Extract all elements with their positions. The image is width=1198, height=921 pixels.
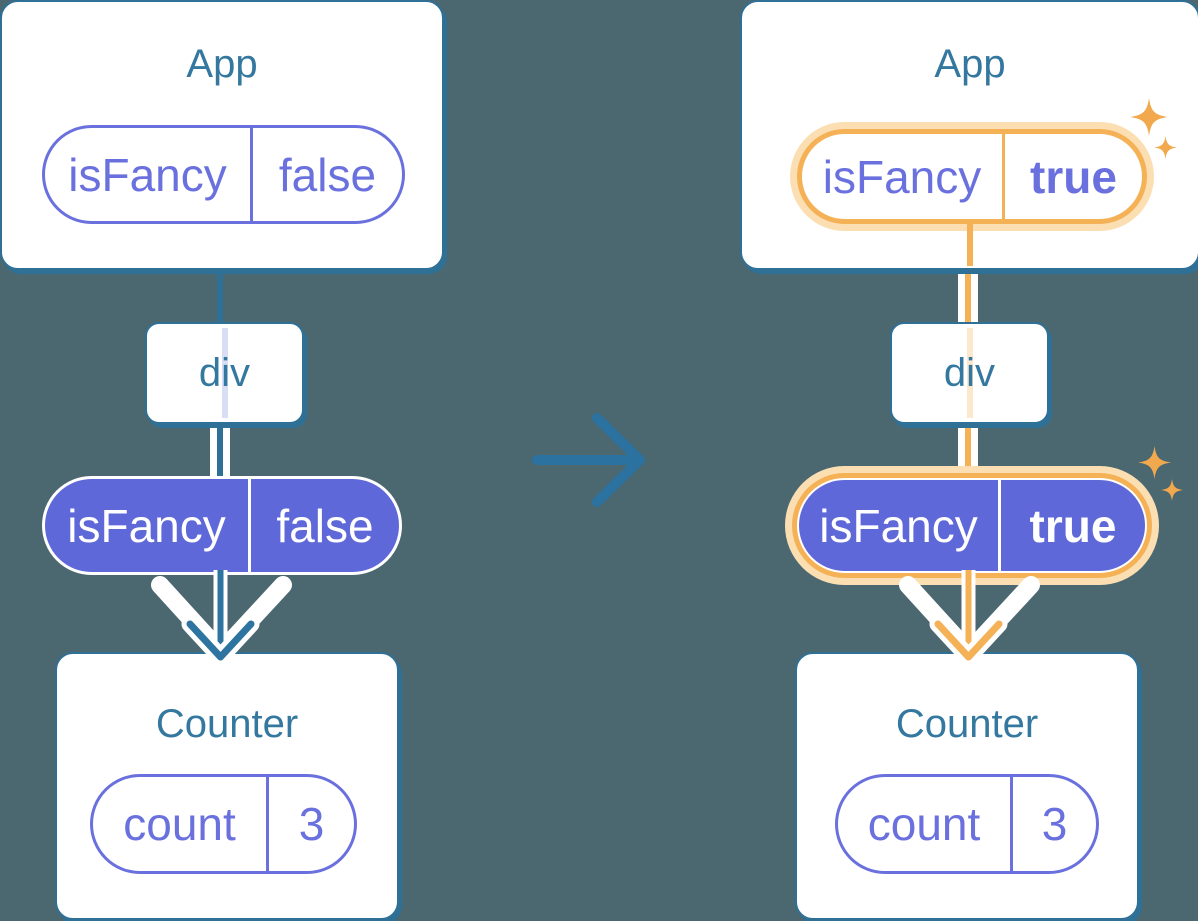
prop-arrow-down-icon: [899, 570, 1040, 666]
state-key: isFancy: [45, 128, 253, 221]
sparkle-icon: [1130, 98, 1168, 136]
state-pill-highlighted: isFancy true: [797, 129, 1147, 224]
counter-state-value: 3: [298, 798, 325, 850]
prop-key: isFancy: [799, 480, 1001, 571]
counter-state-pill: count 3: [90, 774, 357, 874]
prop-key: isFancy: [45, 479, 251, 572]
pass-through-line: [966, 328, 973, 418]
app-title: App: [186, 42, 258, 86]
counter-card: Counter count 3: [55, 652, 399, 920]
counter-title: Counter: [155, 702, 299, 746]
counter-state-value: 3: [1041, 798, 1068, 850]
state-key: isFancy: [802, 134, 1005, 219]
prop-value: true: [1029, 499, 1117, 552]
sparkle-icon: [1138, 446, 1171, 479]
sparkle-icon: [1161, 479, 1183, 501]
counter-card: Counter count 3: [795, 652, 1139, 920]
prop-pill-highlighted: isFancy true: [797, 478, 1147, 573]
prop-value: false: [276, 499, 374, 552]
app-card: App isFancy false: [0, 0, 444, 270]
app-title: App: [934, 42, 1006, 86]
transition-arrow-icon: [532, 413, 645, 507]
prop-pill: isFancy false: [42, 476, 402, 575]
counter-state-key: count: [93, 777, 269, 871]
sparkle-icon: [1154, 136, 1177, 159]
state-value: false: [278, 148, 377, 201]
counter-state-key: count: [838, 777, 1013, 871]
prop-arrow-down-icon: [151, 570, 292, 666]
prop-pipe: [210, 418, 230, 478]
counter-state-pill: count 3: [835, 774, 1099, 874]
div-label: div: [198, 350, 251, 395]
state-value: true: [1030, 150, 1117, 203]
connector-line: [217, 264, 223, 324]
app-card: App isFancy true: [740, 0, 1198, 270]
state-pill: isFancy false: [42, 125, 405, 224]
div-node: div: [890, 322, 1049, 424]
div-node: div: [145, 322, 304, 424]
div-label: div: [943, 350, 996, 395]
connector-line: [967, 219, 973, 266]
prop-pipe: [958, 418, 978, 470]
prop-pipe: [958, 264, 978, 322]
pass-through-line: [221, 328, 228, 418]
counter-title: Counter: [895, 702, 1039, 746]
